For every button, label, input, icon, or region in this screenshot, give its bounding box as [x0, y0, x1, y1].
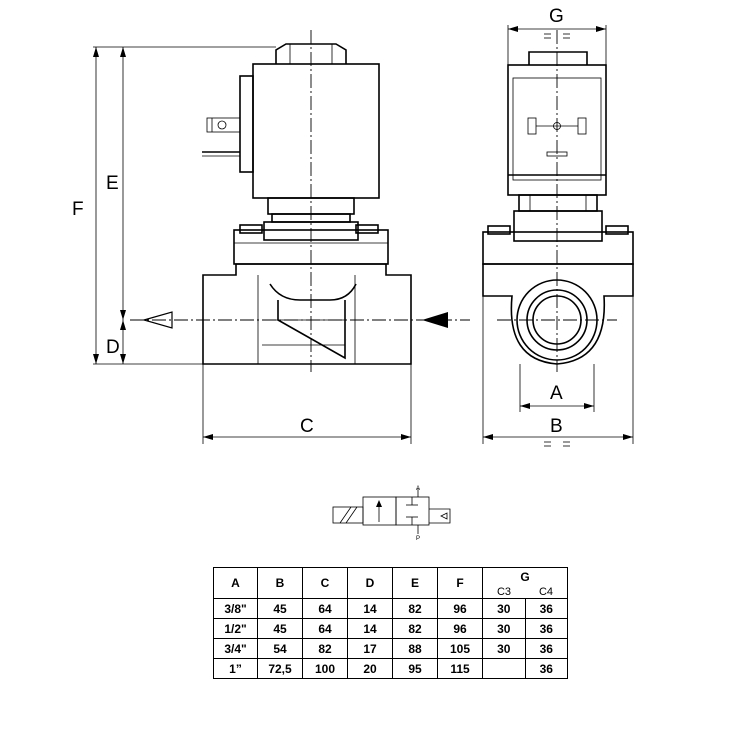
- header-g: G: [482, 567, 568, 586]
- cell: 36: [524, 638, 568, 659]
- cell: 100: [302, 658, 348, 679]
- cell: 105: [437, 638, 483, 659]
- table-row: 1/2" 45 64 14 82 96 30 36: [213, 618, 568, 639]
- cell: 54: [257, 638, 303, 659]
- cell: 88: [392, 638, 438, 659]
- front-body: [202, 263, 412, 365]
- dim-label-e: E: [106, 173, 119, 194]
- cell: 82: [392, 598, 438, 619]
- cell: 64: [302, 598, 348, 619]
- front-terminal: [202, 75, 254, 173]
- cell: 36: [524, 658, 568, 679]
- side-lower-nut: [518, 194, 598, 212]
- cell: 96: [437, 598, 483, 619]
- cell: 20: [347, 658, 393, 679]
- table-row: 3/8" 45 64 14 82 96 30 36: [213, 598, 568, 619]
- cell: 45: [257, 618, 303, 639]
- subheader-c4: C4: [525, 586, 568, 599]
- side-body: [482, 263, 634, 365]
- cell: 1”: [213, 658, 258, 679]
- cell: 17: [347, 638, 393, 659]
- dim-label-d: D: [106, 337, 120, 358]
- cell: 1/2": [213, 618, 258, 639]
- header-b: B: [257, 567, 303, 599]
- cell: 30: [482, 638, 526, 659]
- cell: 82: [392, 618, 438, 639]
- flow-arrow-left: [141, 311, 173, 329]
- subheader-c3: C3: [482, 586, 525, 599]
- cell: 95: [392, 658, 438, 679]
- symbol-label-p: P: [416, 536, 420, 542]
- dim-label-a: A: [550, 383, 563, 404]
- dim-label-c: C: [300, 416, 314, 437]
- front-coil: [252, 63, 380, 199]
- table-row: 3/4" 54 82 17 88 105 30 36: [213, 638, 568, 659]
- cell: 96: [437, 618, 483, 639]
- cell: 115: [437, 658, 483, 679]
- cell: 64: [302, 618, 348, 639]
- dim-label-b: B: [550, 416, 563, 437]
- header-c: C: [302, 567, 348, 599]
- cell: 45: [257, 598, 303, 619]
- cell: [482, 658, 526, 679]
- header-f: F: [437, 567, 483, 599]
- dim-label-g: G: [549, 6, 564, 27]
- symbol-label-a: A: [416, 486, 420, 492]
- table-row: 1” 72,5 100 20 95 115 36: [213, 658, 568, 679]
- cell: 36: [524, 598, 568, 619]
- header-a: A: [213, 567, 258, 599]
- cell: 30: [482, 598, 526, 619]
- cell: 36: [524, 618, 568, 639]
- cell: 14: [347, 598, 393, 619]
- cell: 82: [302, 638, 348, 659]
- dim-label-f: F: [72, 199, 84, 220]
- header-d: D: [347, 567, 393, 599]
- cell: 30: [482, 618, 526, 639]
- dimension-table: A B C D E F G C3 C4 3/8" 45 64 14 82 96 …: [213, 567, 568, 679]
- side-bonnet: [482, 231, 634, 265]
- front-view: [93, 30, 470, 444]
- header-e: E: [392, 567, 438, 599]
- cell: 3/8": [213, 598, 258, 619]
- cell: 14: [347, 618, 393, 639]
- flow-arrow-right: [422, 312, 448, 328]
- table-header-row: A B C D E F G: [213, 567, 568, 599]
- side-view: [482, 25, 634, 447]
- cell: 3/4": [213, 638, 258, 659]
- valve-symbol: [332, 488, 451, 534]
- cell: 72,5: [257, 658, 303, 679]
